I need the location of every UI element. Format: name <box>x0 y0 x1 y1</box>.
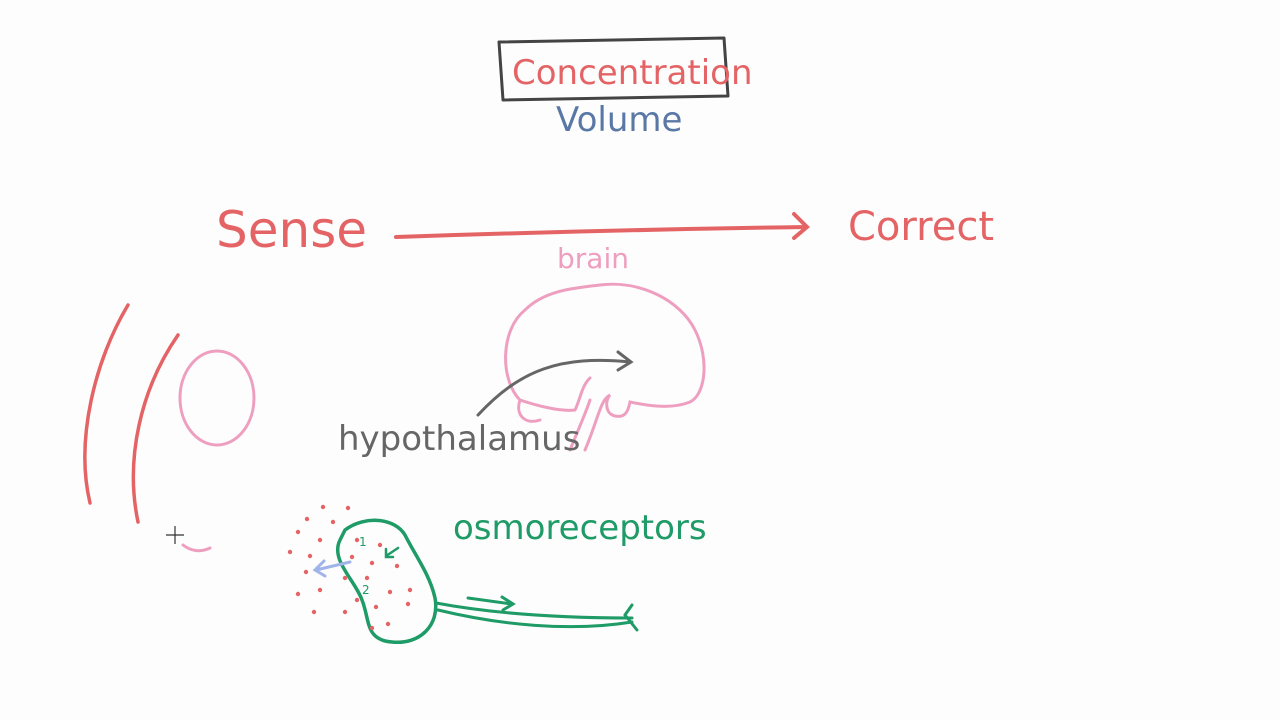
sense-to-correct-arrow <box>394 212 810 240</box>
inward-arrow <box>384 546 400 559</box>
inner-arc <box>131 333 180 524</box>
crosshair-cursor-icon <box>166 526 184 544</box>
cell-number-2: 2 <box>362 583 370 597</box>
cell-number-1: 1 <box>359 535 367 549</box>
pink-cell-circle <box>178 349 256 447</box>
volume-label: Volume <box>556 100 682 140</box>
sense-label: Sense <box>216 201 367 259</box>
concentration-box <box>497 36 730 102</box>
signal-arrow <box>466 595 516 612</box>
hypothalamus-label: hypothalamus <box>338 419 580 459</box>
outer-arc <box>83 303 130 505</box>
pink-curve-stroke <box>181 543 212 553</box>
brain-outline <box>504 282 706 452</box>
brain-label: brain <box>557 242 629 275</box>
osmoreceptor-cell <box>336 518 438 644</box>
concentration-label: Concentration <box>512 53 753 93</box>
correct-label: Correct <box>848 204 994 250</box>
solute-dots <box>287 504 413 631</box>
osmoreceptors-label: osmoreceptors <box>453 508 707 548</box>
hypothalamus-pointer-arrow <box>476 350 634 417</box>
osmoreceptor-axon <box>434 601 639 632</box>
water-out-arrow <box>312 559 352 578</box>
